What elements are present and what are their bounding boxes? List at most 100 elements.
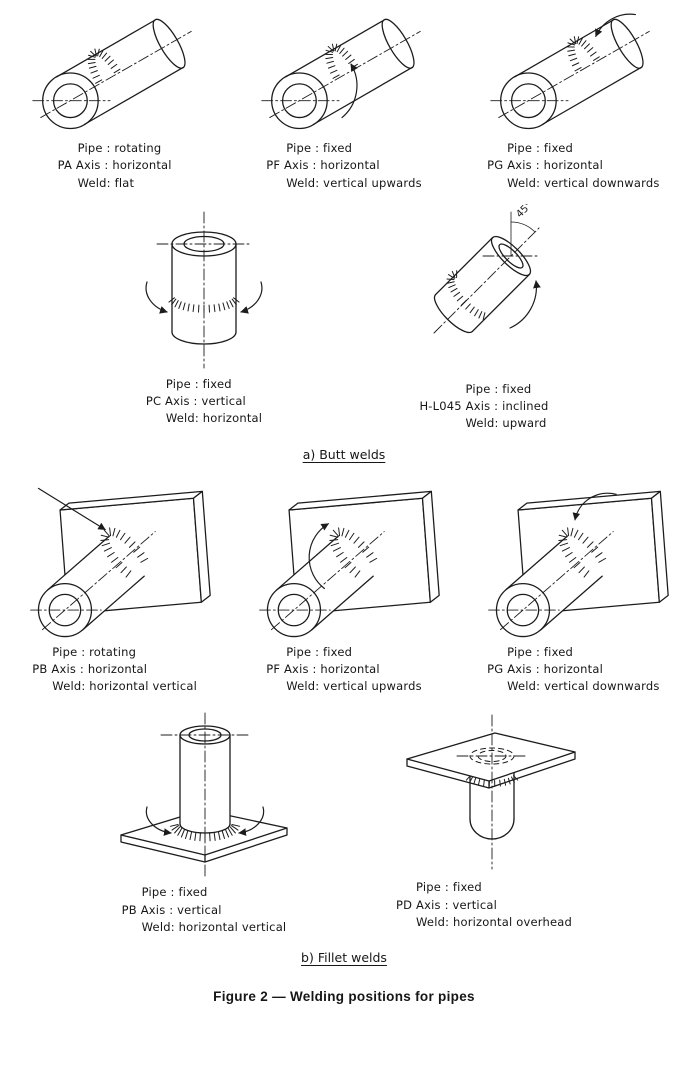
weld-direction-label: Weld: vertical upwards: [286, 679, 422, 693]
position-code-label: PD Axis : vertical: [396, 897, 497, 912]
fillet-row-1: Pipe : rotating PB Axis : horizontal Wel…: [0, 482, 688, 696]
pa-rotating-pipe-drawing: [32, 18, 192, 130]
pipe-state-label: Pipe : fixed: [507, 141, 574, 155]
pc-vertical-pipe-drawing: [145, 211, 263, 369]
section-label-butt: a) Butt welds: [302, 446, 386, 462]
weld-position-caption: Pipe : fixed PB Axis : vertical Weld: ho…: [122, 884, 287, 936]
weld-direction-label: Weld: horizontal overhead: [416, 914, 572, 929]
weld-direction-label: Weld: horizontal: [165, 411, 263, 426]
cell-pb-fillet-vertical: Pipe : fixed PB Axis : vertical Weld: ho…: [99, 707, 309, 936]
weld-seam-hatching: [87, 48, 121, 84]
weld-downwards-arrow: [595, 13, 637, 38]
pipe-body: [500, 18, 644, 130]
weld-direction-arrows: [145, 806, 265, 837]
pipe-state-label: Pipe : fixed: [416, 880, 482, 895]
weld-position-caption: Pipe : rotating PA Axis : horizontal Wel…: [58, 140, 172, 192]
weld-downwards-arrow: [572, 492, 618, 521]
centerline: [433, 227, 540, 334]
position-code-label: PG Axis : horizontal: [487, 661, 603, 676]
cell-pc-butt: Pipe : fixed PC Axis : vertical Weld: ho…: [99, 204, 309, 433]
section-label-fillet: b) Fillet welds: [301, 950, 387, 965]
centerline: [29, 530, 156, 630]
angle-dimension: 45°: [510, 204, 536, 257]
weld-direction-label: Weld: horizontal vertical: [52, 679, 197, 693]
weld-seam-hatching: [100, 526, 148, 578]
position-code-label: PG Axis : horizontal: [487, 158, 603, 173]
butt-row-1: Pipe : rotating PA Axis : horizontal Wel…: [0, 6, 688, 192]
angle-annotation: 45°: [514, 204, 534, 220]
pipe-body: [271, 18, 415, 130]
pb-vertical-pipe-on-plate-drawing: [120, 712, 288, 878]
centerline: [261, 30, 421, 119]
position-code-label: PA Axis : horizontal: [57, 158, 172, 173]
cell-pg-fillet: Pipe : fixed PG Axis : horizontal Weld: …: [469, 482, 677, 696]
pipe-state-label: Pipe : fixed: [286, 644, 353, 659]
cell-pf-fillet: Pipe : fixed PF Axis : horizontal Weld: …: [240, 482, 448, 696]
centerline: [456, 714, 528, 870]
weld-seam-hatching: [329, 526, 378, 578]
pb-rotating-pipe-plate-drawing: [29, 487, 211, 637]
weld-direction-arrows: [145, 281, 263, 314]
weld-direction-label: Weld: vertical downwards: [507, 175, 660, 190]
pipe-state-label: Pipe : fixed: [141, 885, 208, 900]
weld-direction-label: Weld: horizontal vertical: [141, 919, 287, 934]
pipe-state-label: Pipe : fixed: [286, 141, 353, 155]
pf-fixed-pipe-plate-drawing: [259, 490, 440, 637]
weld-upwards-arrow: [308, 522, 329, 589]
position-code-label: PB Axis : horizontal: [32, 661, 148, 676]
plate: [406, 732, 576, 789]
weld-direction-label: Weld: flat: [77, 175, 135, 190]
centerline: [160, 712, 250, 878]
pf-fixed-pipe-drawing: [261, 18, 421, 130]
figure-caption: Figure 2 — Welding positions for pipes: [213, 989, 475, 1004]
pipe-state-label: Pipe : fixed: [165, 376, 232, 391]
centerline: [490, 30, 651, 119]
weld-position-caption: Pipe : fixed PC Axis : vertical Weld: ho…: [146, 376, 262, 428]
weld-position-caption: Pipe : rotating PB Axis : horizontal Wel…: [32, 644, 197, 696]
weld-position-caption: Pipe : fixed H-L045 Axis : inclined Weld…: [419, 381, 548, 433]
cell-pd-fillet-overhead: Pipe : fixed PD Axis : vertical Weld: ho…: [379, 707, 589, 936]
pipe-state-label: Pipe : fixed: [507, 644, 574, 659]
weld-position-caption: Pipe : fixed PG Axis : horizontal Weld: …: [487, 644, 659, 696]
pg-fixed-pipe-drawing: [490, 13, 651, 130]
weld-position-caption: Pipe : fixed PG Axis : horizontal Weld: …: [487, 140, 659, 192]
centerline: [488, 530, 614, 630]
cell-pa-butt: Pipe : rotating PA Axis : horizontal Wel…: [11, 6, 219, 192]
cell-pg-butt: Pipe : fixed PG Axis : horizontal Weld: …: [469, 6, 677, 192]
centerline: [32, 30, 192, 119]
weld-seam-hatching: [446, 269, 486, 320]
weld-seam-hatching: [567, 36, 601, 72]
centerline: [156, 211, 252, 369]
butt-row-2: Pipe : fixed PC Axis : vertical Weld: ho…: [64, 204, 624, 433]
weld-seam-hatching: [168, 297, 240, 313]
weld-direction-label: Weld: vertical upwards: [286, 175, 422, 190]
weld-pointer-arrow: [37, 487, 106, 530]
pipe-state-label: Pipe : fixed: [465, 381, 532, 396]
hl045-inclined-pipe-drawing: 45°: [433, 204, 541, 334]
cell-hl045-butt: 45° Pipe : fixed H-L045 Axis : inclined …: [379, 204, 589, 433]
position-code-label: H-L045 Axis : inclined: [419, 399, 549, 413]
weld-seam-hatching: [169, 824, 241, 842]
position-code-label: PC Axis : vertical: [145, 394, 246, 408]
pipe-body: [41, 18, 186, 130]
pg-fixed-pipe-plate-drawing: [488, 490, 670, 637]
weld-direction-label: Weld: vertical downwards: [507, 679, 660, 693]
position-code-label: PB Axis : vertical: [121, 902, 222, 917]
weld-position-caption: Pipe : fixed PF Axis : horizontal Weld: …: [266, 644, 422, 696]
weld-seam-hatching: [324, 43, 358, 79]
weld-position-caption: Pipe : fixed PD Axis : vertical Weld: ho…: [396, 879, 572, 931]
pipe-state-label: Pipe : rotating: [77, 141, 162, 155]
weld-position-caption: Pipe : fixed PF Axis : horizontal Weld: …: [266, 140, 422, 192]
pd-overhead-pipe-under-plate-drawing: [406, 714, 576, 870]
weld-upwards-arrow: [341, 63, 358, 119]
cell-pb-fillet-rotating: Pipe : rotating PB Axis : horizontal Wel…: [11, 482, 219, 696]
position-code-label: PF Axis : horizontal: [266, 661, 380, 676]
weld-upward-arrow: [509, 279, 541, 329]
weld-direction-label: Weld: upward: [465, 416, 547, 431]
position-code-label: PF Axis : horizontal: [266, 158, 380, 173]
fillet-row-2: Pipe : fixed PB Axis : vertical Weld: ho…: [64, 707, 624, 936]
pipe-state-label: Pipe : rotating: [52, 644, 137, 659]
weld-seam-hatching: [558, 526, 607, 578]
centerline: [259, 530, 385, 630]
